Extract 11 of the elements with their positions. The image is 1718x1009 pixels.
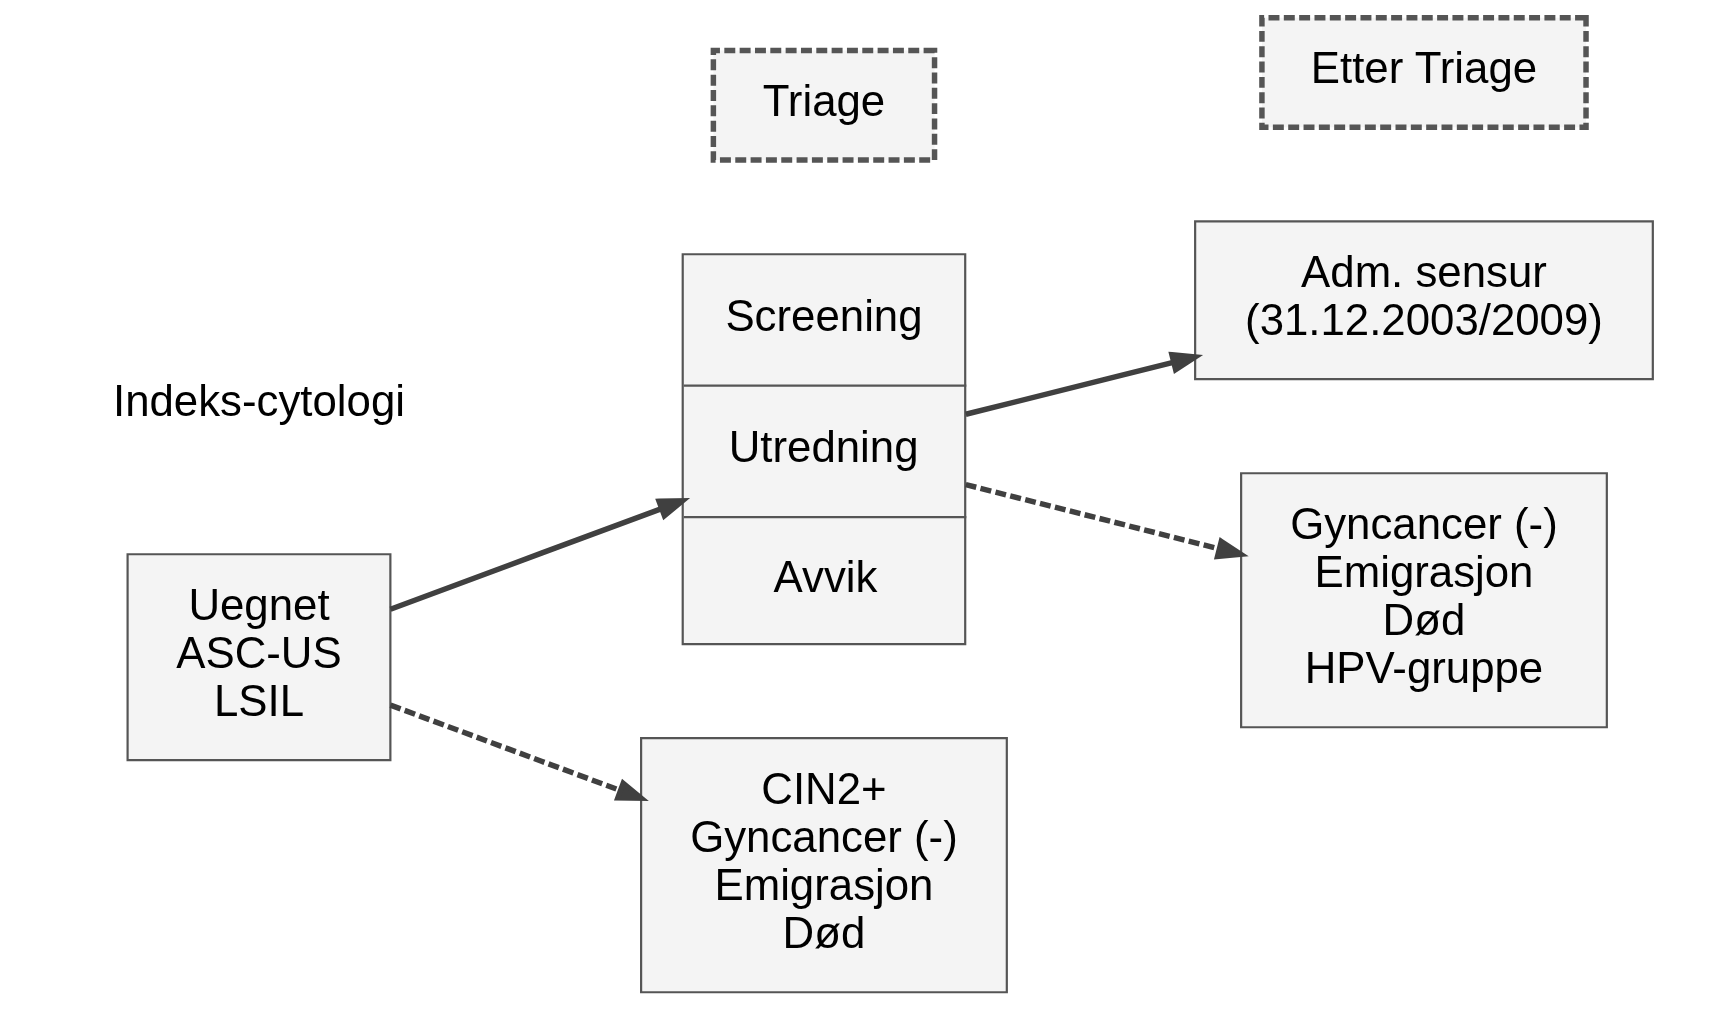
- arrow: [389, 702, 649, 801]
- arrow: [965, 481, 1249, 559]
- node-box: Uegnet ASC-US LSIL: [126, 552, 392, 761]
- node-box: Adm. sensur (31.12.2003/2009): [1194, 219, 1654, 380]
- label: Indeks-cytologi: [112, 375, 405, 425]
- node-box: Etter Triage: [1259, 14, 1589, 130]
- arrow: [389, 497, 691, 612]
- node-box: Gyncancer (-) Emigrasjon Død HPV-gruppe: [1240, 471, 1608, 728]
- node-box: CIN2+ Gyncancer (-) Emigrasjon Død: [640, 736, 1008, 993]
- node-box: Triage: [710, 47, 938, 163]
- arrow: [965, 351, 1204, 417]
